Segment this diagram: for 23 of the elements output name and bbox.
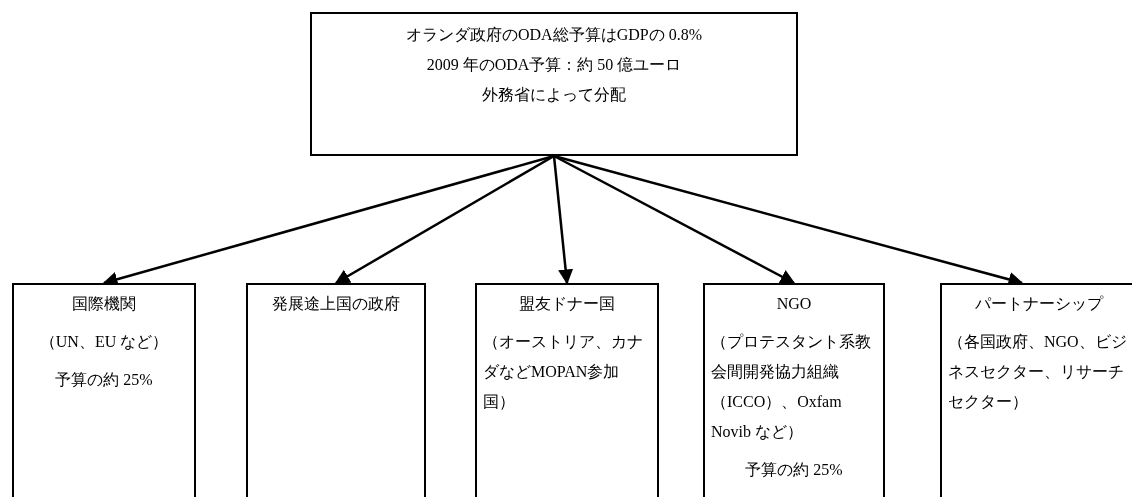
box-text: 予算の約 25%	[54, 370, 154, 390]
box-heading: 国際機関	[71, 294, 137, 314]
box-text: オランダ政府のODA総予算はGDPの 0.8%	[405, 25, 703, 45]
recipient-box	[475, 283, 659, 497]
recipient-box	[246, 283, 426, 497]
box-text: （各国政府、NGO、ビジネスセクター、リサーチセクター）	[947, 332, 1128, 412]
box-text: （UN、EU など）	[38, 332, 170, 352]
arrow	[553, 154, 796, 285]
budget-box	[310, 12, 798, 156]
recipient-box	[12, 283, 196, 497]
box-heading: 発展途上国の政府	[271, 294, 401, 314]
box-heading: NGO	[775, 294, 813, 314]
recipient-box	[940, 283, 1132, 497]
arrow	[334, 154, 555, 285]
box-text: （オーストリア、カナダなどMOPAN参加国）	[482, 332, 644, 412]
box-text: 2009 年のODA予算：約 50 億ユーロ	[425, 55, 683, 75]
arrow	[552, 155, 574, 285]
box-text: （プロテスタント系教会間開発協力組織（ICCO）、Oxfam Novib など）	[710, 332, 872, 442]
recipient-box	[703, 283, 885, 497]
box-heading: 盟友ドナー国	[518, 294, 616, 314]
box-text: 予算の約 25%	[744, 460, 844, 480]
box-text: 外務省によって分配	[481, 85, 627, 105]
box-heading: パートナーシップ	[974, 294, 1105, 314]
